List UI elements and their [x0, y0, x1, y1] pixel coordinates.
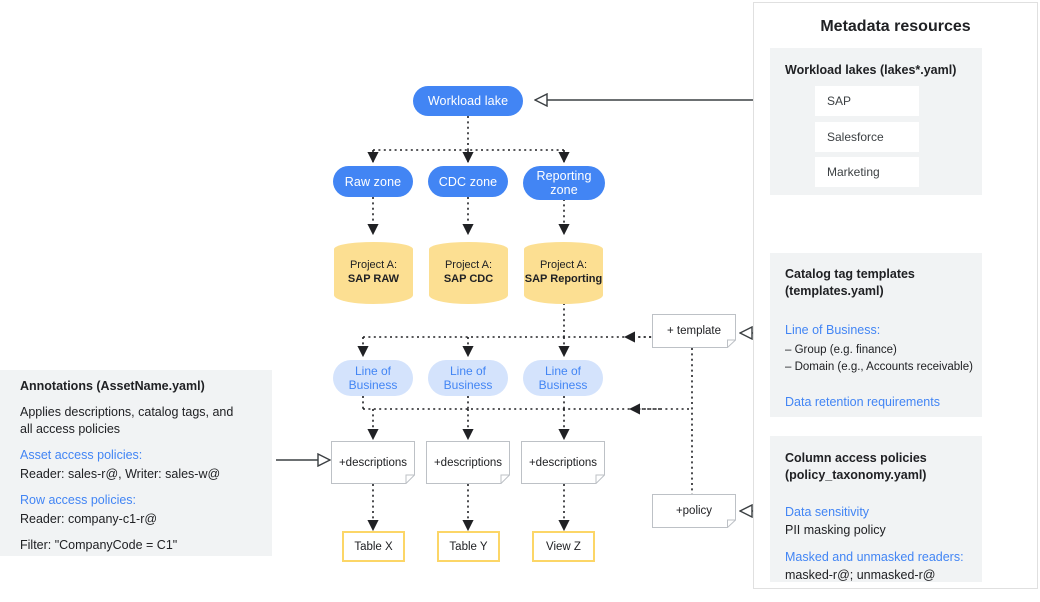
annotations-body-line-2: all access policies [20, 422, 121, 436]
node-table-y-label: Table Y [449, 540, 488, 553]
workload-lakes-title: Workload lakes (lakes*.yaml) [785, 63, 957, 77]
data-sensitivity-heading: Data sensitivity [785, 505, 870, 519]
node-policy-label: +policy [675, 505, 713, 517]
node-table-y[interactable]: Table Y [437, 531, 500, 562]
node-project-sap-cdc[interactable]: Project A: SAP CDC [429, 240, 508, 304]
node-project-sap-reporting[interactable]: Project A: SAP Reporting [524, 240, 603, 304]
row-filter-value: Filter: "CompanyCode = C1" [20, 538, 178, 552]
lake-item-sap[interactable]: SAP [815, 86, 919, 116]
asset-access-policies-heading: Asset access policies: [20, 448, 143, 462]
node-descriptions-1-label: +descriptions [338, 456, 408, 469]
node-descriptions-2-label: +descriptions [433, 456, 503, 469]
node-workload-lake-label: Workload lake [427, 94, 509, 108]
lake-item-salesforce[interactable]: Salesforce [815, 122, 919, 152]
column-access-policies-title-line-2: (policy_taxonomy.yaml) [785, 468, 927, 482]
templates-bullet-group: – Group (e.g. finance) [785, 344, 897, 356]
masked-unmasked-readers-value: masked-r@; unmasked-r@ [785, 568, 936, 582]
note-shape [331, 441, 415, 484]
cylinder-top [524, 240, 603, 258]
node-raw-zone-label: Raw zone [344, 174, 402, 189]
node-descriptions-3[interactable]: +descriptions [521, 441, 605, 484]
cylinder-top [429, 240, 508, 258]
catalog-tag-templates-title-line-1: Catalog tag templates [785, 267, 915, 281]
note-shape [652, 314, 736, 348]
project-name: SAP Reporting [524, 273, 603, 285]
node-template-label: + template [666, 325, 722, 337]
annotations-title: Annotations (AssetName.yaml) [20, 379, 205, 393]
note-shape [426, 441, 510, 484]
masked-unmasked-readers-heading: Masked and unmasked readers: [785, 550, 964, 564]
catalog-tag-templates-title-line-2: (templates.yaml) [785, 284, 884, 298]
asset-access-policies-value: Reader: sales-r@, Writer: sales-w@ [20, 467, 221, 481]
annotations-body-line-1: Applies descriptions, catalog tags, and [20, 405, 234, 419]
node-table-x-label: Table X [354, 540, 393, 553]
node-table-x[interactable]: Table X [342, 531, 405, 562]
node-line-of-business-3[interactable]: Line of Business [523, 360, 603, 396]
annotations-panel [0, 370, 272, 556]
column-access-policies-group [770, 436, 982, 582]
node-descriptions-3-label: +descriptions [528, 456, 598, 469]
note-shape [521, 441, 605, 484]
project-name: SAP CDC [443, 273, 494, 285]
lake-item-marketing[interactable]: Marketing [815, 157, 919, 187]
column-access-policies-title-line-1: Column access policies [785, 451, 927, 465]
cylinder-top [334, 240, 413, 258]
node-view-z[interactable]: View Z [532, 531, 595, 562]
node-project-sap-reporting-label: Project A: SAP Reporting [524, 240, 603, 304]
templates-lob-heading: Line of Business: [785, 323, 881, 337]
data-retention-requirements-heading: Data retention requirements [785, 395, 940, 409]
node-policy[interactable]: +policy [652, 494, 736, 528]
node-descriptions-1[interactable]: +descriptions [331, 441, 415, 484]
node-line-of-business-2[interactable]: Line of Business [428, 360, 508, 396]
data-sensitivity-value: PII masking policy [785, 523, 886, 537]
note-shape [652, 494, 736, 528]
node-cdc-zone[interactable]: CDC zone [428, 166, 508, 197]
templates-bullet-domain: – Domain (e.g., Accounts receivable) [785, 361, 973, 373]
node-reporting-zone[interactable]: Reporting zone [523, 166, 605, 200]
node-cdc-zone-label: CDC zone [438, 174, 498, 189]
node-descriptions-2[interactable]: +descriptions [426, 441, 510, 484]
project-name: SAP RAW [347, 273, 400, 285]
node-line-of-business-2-label: Line of Business [443, 364, 493, 392]
metadata-resources-header: Metadata resources [820, 18, 971, 35]
project-prefix: Project A: [539, 259, 588, 271]
node-view-z-label: View Z [546, 540, 581, 553]
project-prefix: Project A: [444, 259, 493, 271]
row-access-policies-heading: Row access policies: [20, 493, 137, 507]
node-workload-lake[interactable]: Workload lake [413, 86, 523, 116]
project-prefix: Project A: [349, 259, 398, 271]
node-line-of-business-1[interactable]: Line of Business [333, 360, 413, 396]
node-line-of-business-1-label: Line of Business [348, 364, 398, 392]
node-reporting-zone-label: Reporting zone [536, 169, 592, 197]
catalog-tag-templates-group [770, 253, 982, 417]
lake-item-sap-label: SAP [827, 94, 852, 108]
node-project-sap-raw[interactable]: Project A: SAP RAW [334, 240, 413, 304]
node-template[interactable]: + template [652, 314, 736, 348]
node-project-sap-raw-label: Project A: SAP RAW [334, 240, 413, 304]
row-access-policies-value: Reader: company-c1-r@ [20, 512, 158, 526]
node-line-of-business-3-label: Line of Business [538, 364, 588, 392]
node-raw-zone[interactable]: Raw zone [333, 166, 413, 197]
lake-item-marketing-label: Marketing [827, 165, 880, 179]
node-project-sap-cdc-label: Project A: SAP CDC [429, 240, 508, 304]
lake-item-salesforce-label: Salesforce [827, 130, 884, 144]
